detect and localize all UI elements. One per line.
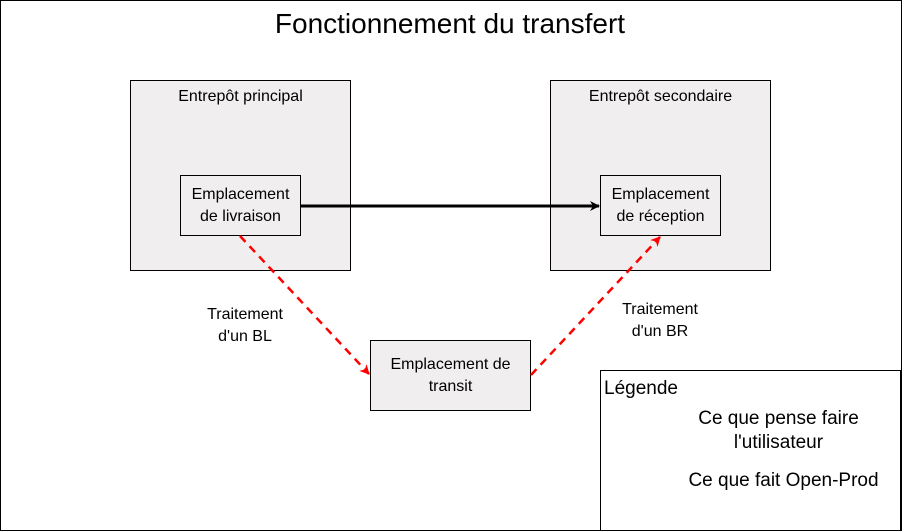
edge-label-br-line1: Traitement: [622, 301, 698, 318]
diagram-title: Fonctionnement du transfert: [274, 8, 626, 39]
location-reception-line2: de réception: [616, 207, 705, 225]
br-processing-arrow: [530, 236, 661, 376]
location-delivery-line1: Emplacement: [191, 185, 290, 203]
location-transit-line1: Emplacement de: [390, 355, 511, 373]
edge-label-bl-line2: d'un BL: [218, 328, 272, 345]
legend-system-line: Ce que fait Open-Prod: [688, 470, 879, 491]
location-reception-line1: Emplacement: [611, 185, 710, 203]
bl-processing-arrow: [239, 235, 370, 375]
warehouse-secondary-label: Entrepôt secondaire: [588, 88, 733, 105]
legend-user-line2: l'utilisateur: [733, 432, 824, 453]
location-delivery-line2: de livraison: [200, 207, 281, 225]
legend-title: Légende: [604, 378, 678, 399]
location-reception: Emplacement de réception: [600, 175, 721, 236]
location-delivery: Emplacement de livraison: [180, 175, 301, 236]
warehouse-main-label: Entrepôt principal: [178, 88, 303, 105]
legend-system-text: Ce que fait Open-Prod: [671, 469, 896, 493]
edge-label-br-line2: d'un BR: [631, 323, 689, 340]
edge-label-br: Traitement d'un BR: [605, 299, 715, 343]
legend-user-text: Ce que pense faire l'utilisateur: [676, 407, 881, 455]
legend-user-line1: Ce que pense faire: [698, 408, 859, 429]
edge-label-bl-line1: Traitement: [207, 306, 283, 323]
location-transit: Emplacement de transit: [370, 340, 531, 411]
location-transit-line2: transit: [428, 377, 473, 395]
edge-label-bl: Traitement d'un BL: [190, 304, 300, 348]
legend: Légende Ce que pense faire l'utilisateur…: [600, 370, 901, 531]
